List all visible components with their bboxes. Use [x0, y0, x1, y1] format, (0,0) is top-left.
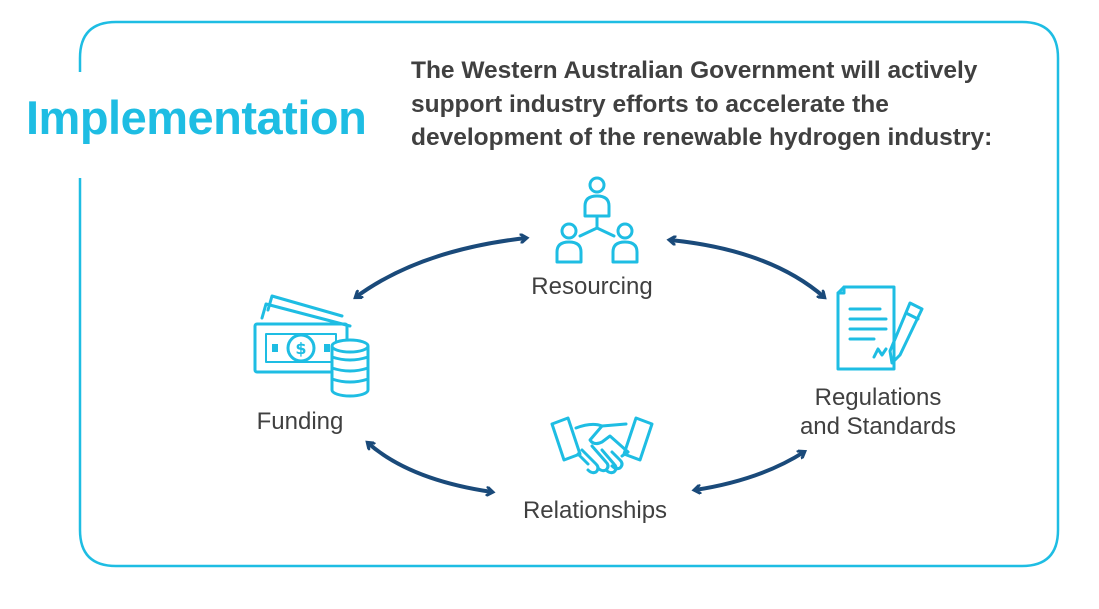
node-label-resourcing: Resourcing	[531, 273, 653, 300]
node-label-regulations-line1: Regulations	[814, 384, 942, 411]
document-pen-icon	[836, 285, 924, 371]
svg-text:$: $	[295, 339, 306, 358]
arrow-resourcing-regulations	[670, 240, 824, 297]
node-label-funding: Funding	[256, 408, 344, 435]
handshake-icon	[550, 416, 654, 475]
arrow-funding-relationships	[368, 443, 492, 492]
arrow-funding-resourcing	[356, 238, 526, 297]
node-label-regulations: Regulations and Standards	[760, 383, 996, 441]
node-label-relationships: Relationships	[522, 497, 668, 524]
node-label-regulations-line2: and Standards	[799, 413, 957, 440]
money-coins-icon: $	[253, 294, 370, 398]
arrow-relationships-regulations	[695, 452, 804, 490]
team-network-icon	[555, 176, 639, 264]
intro-text: The Western Australian Government will a…	[411, 57, 993, 151]
page-title: Implementation	[26, 91, 367, 144]
